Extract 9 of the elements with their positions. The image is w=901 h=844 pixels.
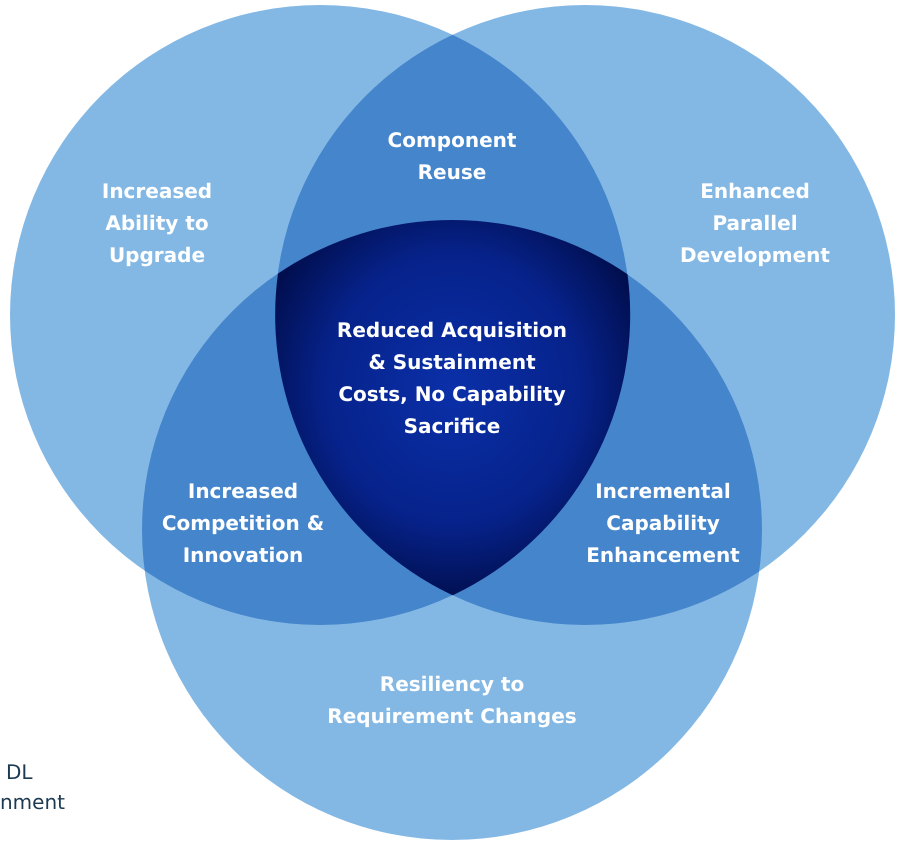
region-label: Component Reuse: [372, 124, 532, 188]
region-label: Resiliency to Requirement Changes: [326, 671, 578, 730]
region-label: Increased Ability to Upgrade: [100, 178, 214, 269]
region-label: Reduced Acquisition & Sustainment Costs, No Capability Sacrifice: [336, 317, 568, 440]
region-label: Increased Competition & Innovation: [148, 475, 338, 571]
cut-off-text: DL: [6, 760, 33, 784]
region-label: Enhanced Parallel Development: [679, 178, 831, 269]
cut-off-text: nment: [0, 790, 65, 814]
region-label: Incremental Capability Enhancement: [573, 475, 753, 571]
